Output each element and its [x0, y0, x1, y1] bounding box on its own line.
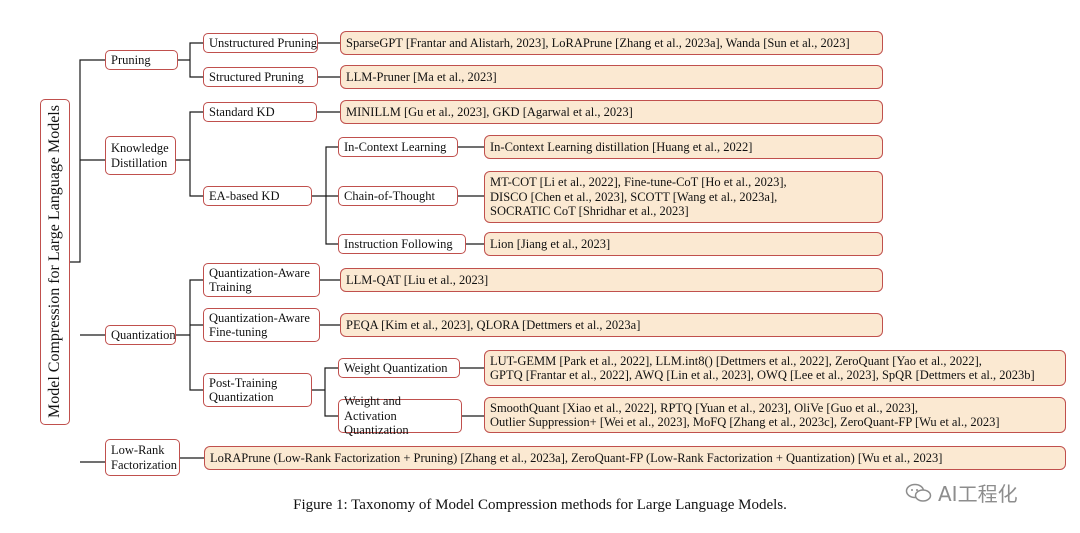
sub-weight-quantization: Weight Quantization [338, 358, 460, 378]
watermark: AI工程化 [905, 478, 1018, 507]
sub-quantization-aware-fine-tuning: Quantization-Aware Fine-tuning [203, 308, 320, 342]
leaf-waq-line-2: Outlier Suppression+ [Wei et al., 2023],… [490, 415, 1000, 429]
leaf-cot-line-3: SOCRATIC CoT [Shridhar et al., 2023] [490, 204, 689, 219]
leaf-wq-line-1: LUT-GEMM [Park et al., 2022], LLM.int8()… [490, 353, 982, 368]
leaf-waq-line-1: SmoothQuant [Xiao et al., 2022], RPTQ [Y… [490, 400, 919, 415]
sub-in-context-learning: In-Context Learning [338, 137, 458, 157]
sub-quantization-aware-training: Quantization-Aware Training [203, 263, 320, 297]
leaf-wq-line-2: GPTQ [Frantar et al., 2022], AWQ [Lin et… [490, 368, 1035, 382]
leaf-cot-line-2: DISCO [Chen et al., 2023], SCOTT [Wang e… [490, 189, 778, 204]
leaf-weight-quantization: LUT-GEMM [Park et al., 2022], LLM.int8()… [484, 350, 1066, 386]
leaf-quantization-aware-training: LLM-QAT [Liu et al., 2023] [340, 268, 883, 292]
sub-unstructured-pruning: Unstructured Pruning [203, 33, 318, 53]
leaf-instruction-following: Lion [Jiang et al., 2023] [484, 232, 883, 256]
figure-caption: Figure 1: Taxonomy of Model Compression … [293, 497, 787, 513]
leaf-weight-activation-quantization: SmoothQuant [Xiao et al., 2022], RPTQ [Y… [484, 397, 1066, 433]
sub-post-training-quantization: Post-Training Quantization [203, 373, 312, 407]
watermark-text: AI工程化 [938, 482, 1018, 506]
leaf-quantization-aware-fine-tuning: PEQA [Kim et al., 2023], QLORA [Dettmers… [340, 313, 883, 337]
sub-instruction-following: Instruction Following [338, 234, 466, 254]
leaf-cot-line-1: MT-COT [Li et al., 2022], Fine-tune-CoT … [490, 175, 787, 190]
sub-chain-of-thought: Chain-of-Thought [338, 186, 458, 206]
category-pruning: Pruning [105, 50, 178, 70]
leaf-standard-kd: MINILLM [Gu et al., 2023], GKD [Agarwal … [340, 100, 883, 124]
leaf-chain-of-thought: MT-COT [Li et al., 2022], Fine-tune-CoT … [484, 171, 883, 223]
root-node: Model Compression for Large Language Mod… [40, 99, 70, 425]
leaf-low-rank-factorization: LoRAPrune (Low-Rank Factorization + Prun… [204, 446, 1066, 470]
leaf-unstructured-pruning: SparseGPT [Frantar and Alistarh, 2023], … [340, 31, 883, 55]
sub-weight-activation-quantization: Weight and Activation Quantization [338, 394, 462, 437]
category-knowledge-distillation: Knowledge Distillation [105, 136, 176, 175]
category-quantization: Quantization [105, 325, 176, 345]
leaf-in-context-learning: In-Context Learning distillation [Huang … [484, 135, 883, 159]
category-low-rank-factorization: Low-Rank Factorization [105, 439, 180, 476]
sub-standard-kd: Standard KD [203, 102, 317, 122]
wechat-logo-icon [905, 483, 932, 502]
sub-structured-pruning: Structured Pruning [203, 67, 318, 87]
sub-ea-based-kd: EA-based KD [203, 186, 312, 206]
leaf-structured-pruning: LLM-Pruner [Ma et al., 2023] [340, 65, 883, 89]
